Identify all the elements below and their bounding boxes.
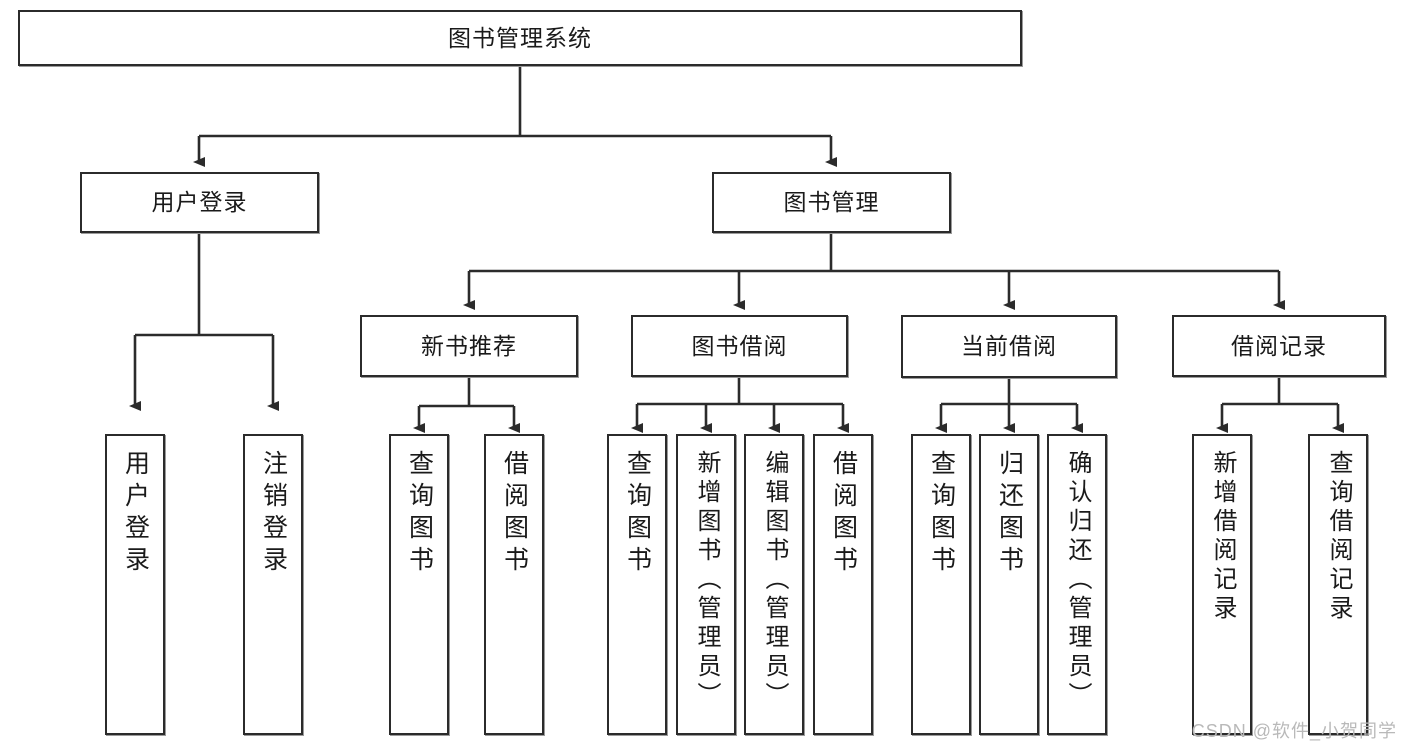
node-label: 图书管理系统 <box>448 24 592 51</box>
node-new-book-recommend[interactable]: 新书推荐 <box>360 315 578 377</box>
node-label: 新书推荐 <box>421 332 517 359</box>
node-leaf-logout[interactable]: 注销登录 <box>243 434 303 735</box>
node-leaf-borrow-book-1[interactable]: 借阅图书 <box>484 434 544 735</box>
node-label: 新增借阅记录 <box>1209 450 1236 624</box>
node-label: 用户登录 <box>151 189 248 216</box>
node-leaf-query-book-2[interactable]: 查询图书 <box>607 434 667 735</box>
node-label: 查询图书 <box>623 450 652 578</box>
node-label: 借阅图书 <box>500 450 529 578</box>
node-leaf-query-book-3[interactable]: 查询图书 <box>911 434 971 735</box>
node-leaf-add-book[interactable]: 新增图书（管理员） <box>676 434 736 735</box>
node-leaf-confirm-return[interactable]: 确认归还（管理员） <box>1047 434 1107 735</box>
node-label: 用户登录 <box>121 450 150 578</box>
node-label: 确认归还（管理员） <box>1064 450 1091 711</box>
node-label: 借阅记录 <box>1231 332 1327 359</box>
node-book-management[interactable]: 图书管理 <box>712 172 951 233</box>
node-leaf-return-book[interactable]: 归还图书 <box>979 434 1039 735</box>
node-label: 注销登录 <box>259 450 288 578</box>
csdn-watermark: CSDN @软件_小贺同学 <box>1191 721 1397 741</box>
node-label: 新增图书（管理员） <box>693 450 720 711</box>
node-label: 当前借阅 <box>961 333 1057 360</box>
node-book-borrow[interactable]: 图书借阅 <box>631 315 848 377</box>
node-label: 查询图书 <box>405 450 434 578</box>
node-label: 查询图书 <box>927 450 956 578</box>
node-label: 图书管理 <box>783 189 880 216</box>
node-label: 图书借阅 <box>691 332 788 359</box>
node-leaf-user-login[interactable]: 用户登录 <box>105 434 165 735</box>
node-leaf-edit-book[interactable]: 编辑图书（管理员） <box>744 434 804 735</box>
node-user-login[interactable]: 用户登录 <box>80 172 319 233</box>
node-label: 查询借阅记录 <box>1325 450 1352 624</box>
node-root-book-management-system[interactable]: 图书管理系统 <box>18 10 1022 66</box>
node-label: 编辑图书（管理员） <box>761 450 788 711</box>
node-leaf-query-book-1[interactable]: 查询图书 <box>389 434 449 735</box>
node-leaf-add-record[interactable]: 新增借阅记录 <box>1192 434 1252 735</box>
node-current-borrow[interactable]: 当前借阅 <box>901 315 1117 378</box>
node-label: 归还图书 <box>995 450 1024 578</box>
node-label: 借阅图书 <box>829 450 858 578</box>
node-leaf-borrow-book-2[interactable]: 借阅图书 <box>813 434 873 735</box>
node-leaf-query-record[interactable]: 查询借阅记录 <box>1308 434 1368 735</box>
node-borrow-record[interactable]: 借阅记录 <box>1172 315 1386 377</box>
